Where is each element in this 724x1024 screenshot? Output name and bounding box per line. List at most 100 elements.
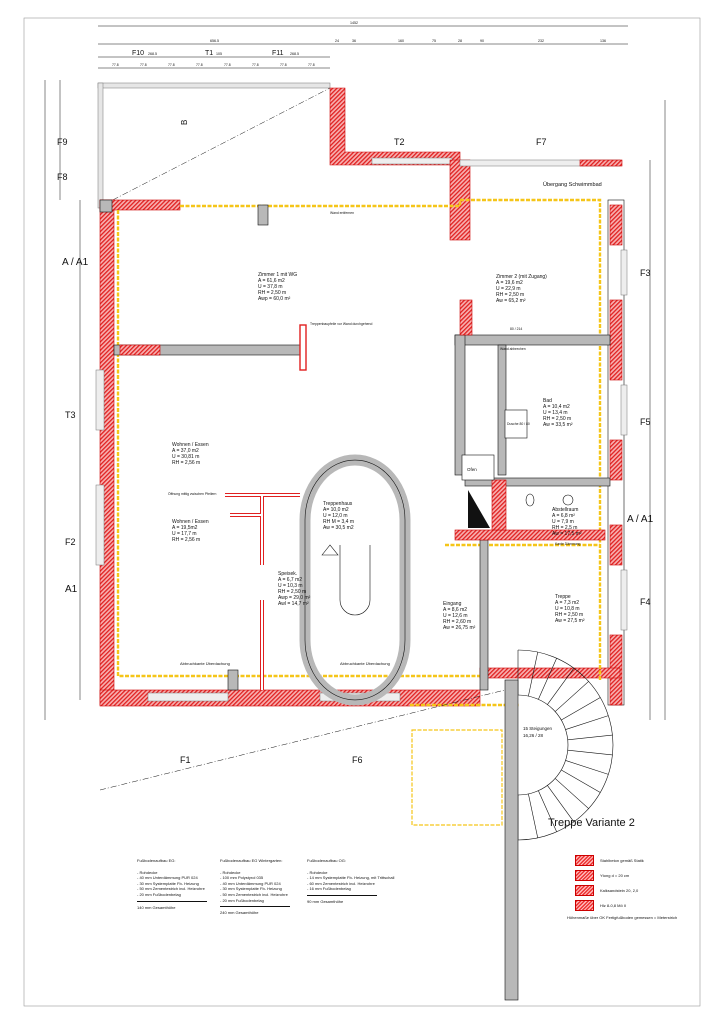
note-heading: Fußbodenaufbau EG:: [137, 858, 176, 863]
svg-text:77.8: 77.8: [168, 63, 175, 67]
svg-text:36: 36: [352, 39, 356, 43]
note-item: - 50 mm Zementestrich incl. Heizrohre: [137, 886, 205, 892]
section-marks: A / A1 A1 A / A1: [62, 257, 654, 595]
legend-item: Kalksandstein 20, 2,0: [575, 883, 677, 898]
note-item: - 16 mm Fußbodenbelag: [307, 886, 351, 892]
brick-east-2: [609, 299, 623, 381]
svg-text:Öffnung mittig zwischen Pfeile: Öffnung mittig zwischen Pfeilern: [168, 492, 216, 496]
legend-footnote: Höhenmaße über OK Fertigfußboden gemesse…: [567, 915, 678, 920]
note-rule: [137, 900, 207, 902]
svg-text:232: 232: [538, 39, 544, 43]
dim-overall: 1452: [350, 21, 358, 25]
stair-tread: [567, 749, 613, 756]
stair-tread: [554, 681, 589, 712]
svg-text:Wand abbrechen: Wand abbrechen: [500, 347, 526, 351]
section-b: B: [180, 120, 189, 125]
brick-east-4: [609, 524, 623, 566]
interior-walls: [99, 199, 611, 691]
svg-text:105: 105: [216, 52, 222, 56]
svg-text:F5: F5: [640, 417, 651, 427]
note-item: - Rohdecke: [307, 869, 328, 875]
svg-text:Abbruchkante Überdachung: Abbruchkante Überdachung: [180, 661, 230, 666]
stair-tread: [528, 652, 539, 697]
svg-text:77.8: 77.8: [224, 63, 231, 67]
svg-text:Kante Dämmung: Kante Dämmung: [555, 542, 581, 546]
floor-notes-wintergarten: Fußbodenaufbau EG Wintergarten: - Rohdec…: [220, 858, 290, 916]
stair-tread: [561, 697, 601, 721]
svg-text:268.5: 268.5: [148, 52, 157, 56]
note-item: - Rohdecke: [220, 869, 241, 875]
stair-tread: [554, 778, 589, 809]
stair-tread: [547, 785, 575, 823]
top-openings: F10 268.5 T1 105 F11 268.5: [132, 50, 299, 57]
svg-text:F4: F4: [640, 597, 651, 607]
page-frame: [23, 17, 701, 1007]
stair-tread: [565, 715, 609, 730]
svg-text:28: 28: [458, 39, 462, 43]
chimney-section: [468, 490, 490, 528]
legend-label: Stahlbeton gemäß Statik: [600, 858, 644, 863]
svg-text:F6: F6: [352, 755, 363, 765]
door-t3: [95, 369, 105, 431]
brick-partitions-inner: [225, 494, 300, 565]
svg-text:24: 24: [335, 39, 339, 43]
wall-west: [99, 199, 115, 706]
hatch-swatch-icon: [575, 855, 594, 866]
chimney-block: [119, 344, 161, 356]
brick-wall-zimmer2: [459, 299, 473, 336]
svg-text:F1: F1: [180, 755, 191, 765]
svg-text:Abbruchkante Überdachung: Abbruchkante Überdachung: [340, 661, 390, 666]
svg-text:T3: T3: [65, 410, 76, 420]
label-f7: F7: [536, 137, 547, 147]
svg-text:A / A1: A / A1: [627, 514, 654, 525]
roof-slope-line: [102, 87, 331, 206]
opening-labels: F9 F8 T3 F2 F3 F5 F4 F1 F6: [57, 137, 651, 765]
svg-text:F10: F10: [132, 50, 144, 57]
svg-text:F9: F9: [57, 137, 68, 147]
roof-outline: [99, 689, 506, 791]
svg-text:77.8: 77.8: [196, 63, 203, 67]
label-steigungen: 15 Steigungen: [523, 726, 553, 731]
stairwell-outline: [304, 459, 406, 701]
brick-east-1: [609, 204, 623, 246]
sink: [562, 494, 574, 506]
floor-notes-og: Fußbodenaufbau OG: - Rohdecke - 14 mm Sy…: [307, 858, 394, 905]
note-rule: [220, 906, 290, 908]
stair-tread: [565, 760, 609, 775]
note-item: - 20 mm Fußbodenbelag: [137, 891, 181, 897]
hatch-swatch-icon: [575, 900, 594, 911]
dim-left-block: 656.5: [210, 39, 219, 43]
note-item: - 30 mm Systemplatte Fb- Heizung: [220, 886, 282, 892]
spiral-stair: [504, 649, 614, 1001]
label-t2: T2: [394, 137, 405, 147]
legend-item: Ytong d = 20 cm: [575, 868, 677, 883]
svg-text:Ofen: Ofen: [467, 467, 477, 472]
annotations: Ofen Dusche 80 / 80 Abbruchkante Überdac…: [168, 211, 581, 666]
note-item: - 50 mm Zementestrich incl. Heizrohre: [220, 891, 288, 897]
svg-text:F2: F2: [65, 537, 76, 547]
svg-text:F8: F8: [57, 172, 68, 182]
door-t2: [371, 157, 453, 165]
note-total: 90 mm Gesamthöhe: [307, 898, 344, 904]
brick-wall-abstell: [491, 479, 507, 531]
hatch-swatch-icon: [575, 870, 594, 881]
note-item: - 60 mm Zementestrich incl. Heizrohre: [307, 880, 375, 886]
legend-item: Hlz 8-0,8 Mö II: [575, 898, 677, 913]
window-f2: [95, 484, 105, 566]
svg-text:T1: T1: [205, 50, 213, 57]
note-total: 140 mm Gesamthöhe: [137, 904, 176, 910]
module-dims: 77.8 77.8 77.8 77.8 77.8 77.8 77.8 77.8: [112, 63, 315, 67]
toilet: [525, 493, 535, 507]
svg-text:77.8: 77.8: [280, 63, 287, 67]
hatch-swatch-icon: [575, 885, 594, 896]
svg-text:A1: A1: [65, 584, 78, 595]
oven: [461, 454, 495, 481]
